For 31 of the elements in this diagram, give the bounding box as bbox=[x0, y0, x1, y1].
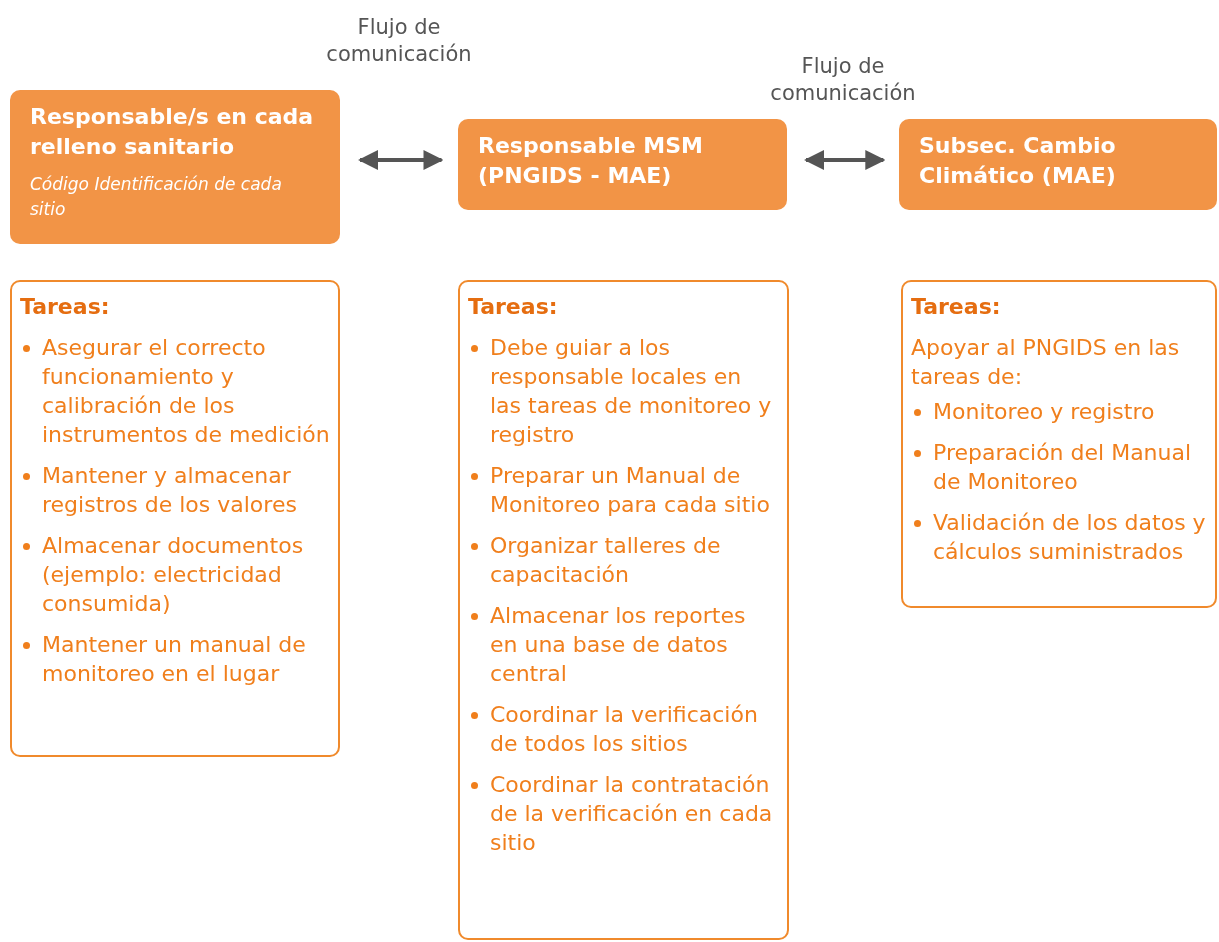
task-item: Coordinar la verificación de todos los sitios bbox=[490, 702, 758, 756]
task-item: Mantener y almacenar registros de los valores bbox=[42, 463, 297, 517]
double-arrow bbox=[804, 150, 886, 170]
task-item: Debe guiar a los responsable locales en las tareas de monitoreo y registro bbox=[490, 335, 772, 447]
task-item: Almacenar los reportes en una base de datos central bbox=[490, 603, 746, 686]
task-box bbox=[901, 280, 1217, 608]
task-item: Organizar talleres de capacitación bbox=[490, 533, 721, 587]
task-item: Almacenar documentos (ejemplo: electricidad consumida) bbox=[42, 533, 304, 616]
task-item: Coordinar la contratación de la verificación en cada sitio bbox=[490, 772, 773, 855]
double-arrow bbox=[358, 150, 444, 170]
tasks-heading: Tareas: bbox=[468, 293, 559, 321]
role-title: Responsable/s en cada relleno sanitario bbox=[30, 103, 315, 161]
role-note: Código Identificación de cada sitio bbox=[30, 173, 283, 221]
tasks-heading: Tareas: bbox=[911, 293, 1002, 321]
role-title: Responsable MSM (PNGIDS - MAE) bbox=[478, 132, 704, 190]
edge-label: Flujo de comunicación bbox=[325, 14, 473, 68]
role-box bbox=[458, 119, 787, 210]
tasks-heading: Tareas: bbox=[20, 293, 111, 321]
role-title: Subsec. Cambio Climático (MAE) bbox=[919, 132, 1117, 190]
role-box bbox=[899, 119, 1217, 210]
edge-label: Flujo de comunicación bbox=[769, 53, 917, 107]
task-item: Validación de los datos y cálculos suministrados bbox=[933, 510, 1206, 564]
task-box bbox=[458, 280, 789, 940]
task-item: Mantener un manual de monitoreo en el lugar bbox=[42, 632, 306, 686]
task-item: Monitoreo y registro bbox=[933, 399, 1155, 424]
role-box bbox=[10, 90, 340, 244]
task-intro: Apoyar al PNGIDS en las tareas de: bbox=[911, 334, 1181, 391]
task-item: Asegurar el correcto funcionamiento y calibración de los instrumentos de medición bbox=[42, 335, 330, 447]
task-item: Preparación del Manual de Monitoreo bbox=[933, 440, 1192, 494]
task-item: Preparar un Manual de Monitoreo para cada sitio bbox=[490, 463, 770, 517]
task-box bbox=[10, 280, 340, 757]
